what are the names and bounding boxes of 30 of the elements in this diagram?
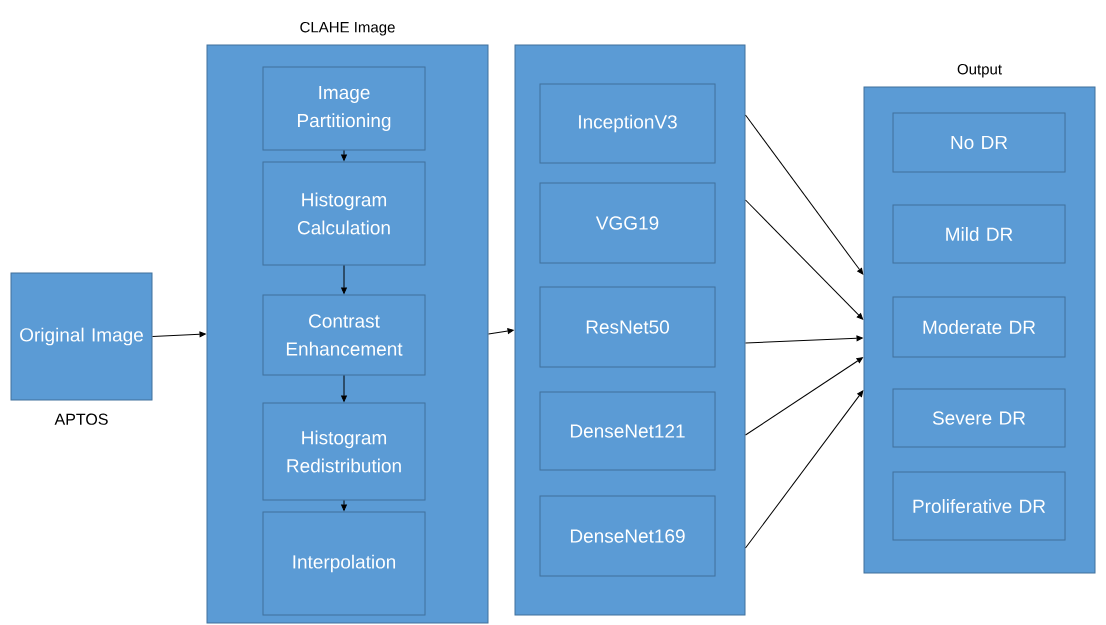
- arrow: [745, 390, 864, 549]
- node-label: CLAHE Image: [300, 21, 395, 36]
- process-box: No DR: [892, 112, 1066, 173]
- arrow: [152, 331, 206, 338]
- arrow: [745, 357, 863, 436]
- arrow: [341, 150, 347, 161]
- process-box: Mild DR: [892, 204, 1066, 264]
- process-box: Severe DR: [892, 388, 1066, 448]
- arrow: [341, 500, 347, 511]
- caption-text: APTOS: [54, 413, 108, 425]
- process-box: InceptionV3: [539, 83, 716, 164]
- process-box: Contrast Enhancement: [262, 294, 426, 376]
- process-box: VGG19: [539, 182, 716, 264]
- process-box: DenseNet121: [539, 391, 716, 471]
- process-box: Interpolation: [262, 511, 426, 616]
- process-box: Proliferative DR: [892, 471, 1066, 541]
- process-box: Image Partitioning: [262, 66, 426, 151]
- process-box: Moderate DR: [892, 296, 1066, 358]
- arrow: [488, 328, 514, 335]
- process-box: DenseNet169: [539, 495, 716, 577]
- arrow: [745, 114, 864, 275]
- node-label: Output: [957, 63, 1002, 78]
- process-box: ResNet50: [539, 286, 716, 368]
- process-box: Original Image: [10, 272, 153, 401]
- process-box: Histogram Calculation: [262, 161, 426, 266]
- arrow: [745, 335, 863, 344]
- arrow: [341, 375, 347, 402]
- arrow: [745, 199, 864, 320]
- arrow: [341, 265, 347, 294]
- process-box: Histogram Redistribution: [262, 402, 426, 501]
